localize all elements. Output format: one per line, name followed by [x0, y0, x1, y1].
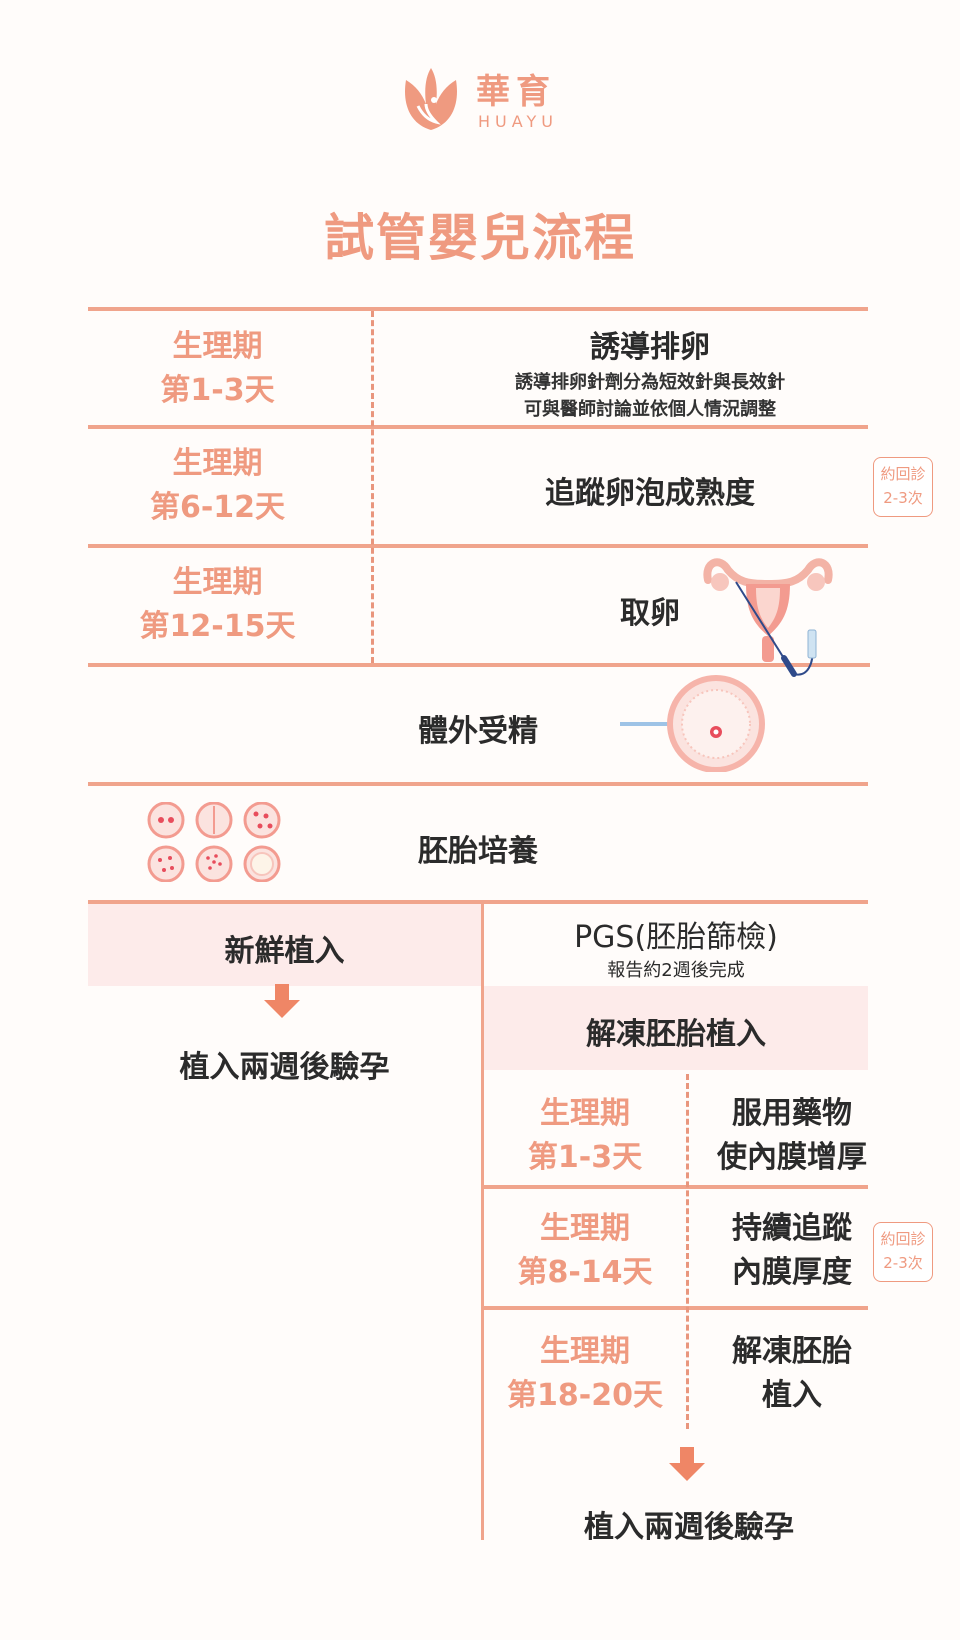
embryo-icon — [147, 802, 281, 882]
column-divider — [686, 1074, 689, 1429]
period-label: 生理期第1-3天 — [160, 329, 275, 408]
divider — [88, 900, 868, 904]
pgs-title: PGS(胚胎篩檢) — [574, 920, 778, 955]
period-label: 生理期第6-12天 — [149, 446, 286, 525]
period-label: 生理期第12-15天 — [139, 565, 296, 644]
divider — [88, 544, 868, 548]
frozen-transfer-label: 解凍胚胎植入 — [586, 1017, 766, 1052]
result-text: 植入兩週後驗孕 — [179, 1050, 390, 1085]
step-title: 服用藥物使內膜增厚 — [717, 1096, 867, 1175]
step-title: 體外受精 — [418, 714, 538, 749]
divider — [88, 307, 868, 311]
fresh-transfer-box — [88, 904, 481, 986]
step-title: 胚胎培養 — [418, 834, 538, 869]
down-arrow-icon — [264, 984, 300, 1018]
brand-logo: 華育 HUAYU — [396, 62, 576, 142]
brand-name-zh: 華育 — [476, 72, 556, 112]
fresh-transfer-label: 新鮮植入 — [224, 934, 345, 969]
tulip-logo-icon — [405, 68, 457, 130]
column-divider — [481, 904, 484, 1540]
step-note: 可與醫師討論並依個人情況調整 — [524, 399, 776, 420]
egg-injection-icon — [620, 675, 765, 772]
step-title: 追蹤卵泡成熟度 — [545, 476, 755, 511]
step-title: 解凍胚胎植入 — [732, 1334, 852, 1413]
period-label: 生理期第8-14天 — [517, 1211, 653, 1290]
frozen-transfer-box — [484, 986, 868, 1070]
page-title: 試管嬰兒流程 — [324, 209, 636, 267]
step-title: 誘導排卵 — [590, 330, 710, 365]
divider — [88, 663, 870, 667]
down-arrow-icon — [669, 1447, 705, 1481]
result-text: 植入兩週後驗孕 — [584, 1510, 794, 1545]
pgs-note: 報告約2週後完成 — [607, 960, 745, 981]
divider — [484, 1185, 868, 1189]
step-note: 誘導排卵針劑分為短效針與長效針 — [515, 372, 785, 393]
divider — [88, 425, 868, 429]
brand-name-en: HUAYU — [478, 112, 558, 131]
uterus-icon — [703, 558, 833, 677]
divider — [484, 1306, 868, 1310]
period-label: 生理期第1-3天 — [527, 1096, 643, 1175]
step-title: 持續追蹤內膜厚度 — [732, 1211, 852, 1290]
step-title: 取卵 — [620, 596, 680, 631]
divider — [88, 782, 868, 786]
column-divider — [371, 311, 374, 663]
period-label: 生理期第18-20天 — [507, 1334, 663, 1413]
